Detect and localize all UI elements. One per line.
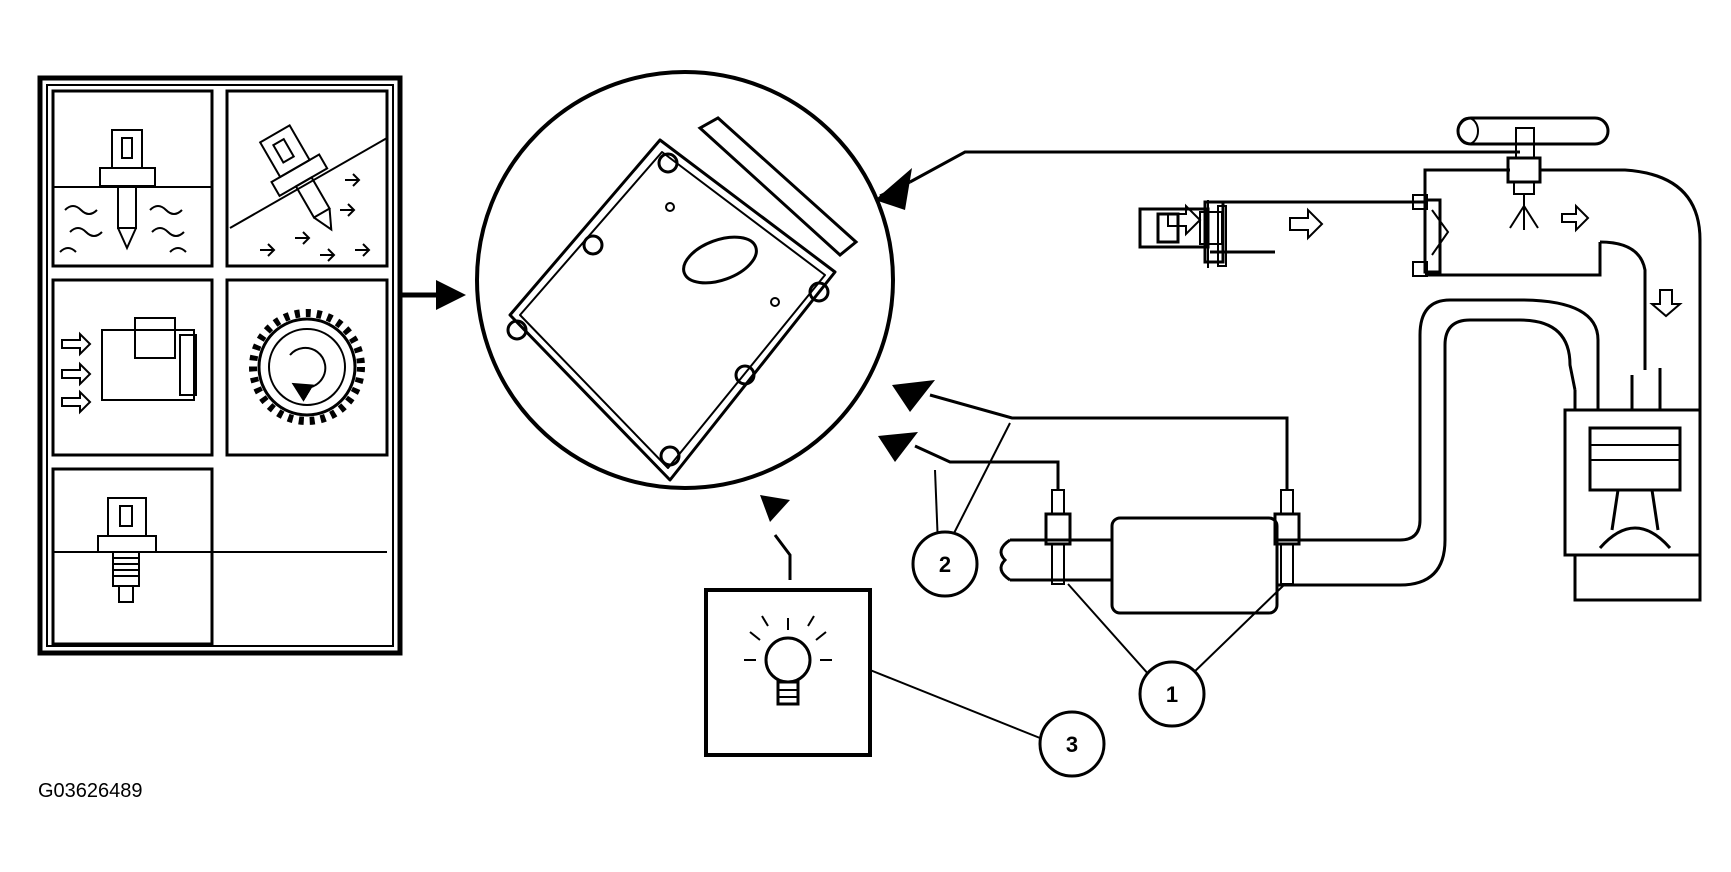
- input-arrow: [400, 280, 466, 310]
- callout-1: 1: [1138, 660, 1206, 728]
- signal-arrowheads: [760, 168, 935, 522]
- figure-id: G03626489: [38, 780, 143, 802]
- mass-air-flow-sensor-cell: [51, 278, 214, 457]
- ecu-module: [475, 70, 895, 490]
- pressure-sensor-cell: [51, 467, 387, 646]
- crankshaft-position-sensor-cell: [225, 278, 389, 457]
- coolant-temperature-sensor-cell: [51, 89, 214, 268]
- callout-3-label: 3: [1066, 732, 1078, 757]
- callout-2-label: 2: [939, 552, 951, 577]
- warning-lamp: [704, 534, 1046, 757]
- intake-engine-assembly: [879, 116, 1702, 677]
- callout-1-label: 1: [1166, 682, 1178, 707]
- air-temperature-sensor-cell: [225, 89, 389, 268]
- callout-2: 2: [911, 530, 979, 598]
- callout-3: 3: [1038, 710, 1106, 778]
- sensor-panel: [37, 75, 403, 656]
